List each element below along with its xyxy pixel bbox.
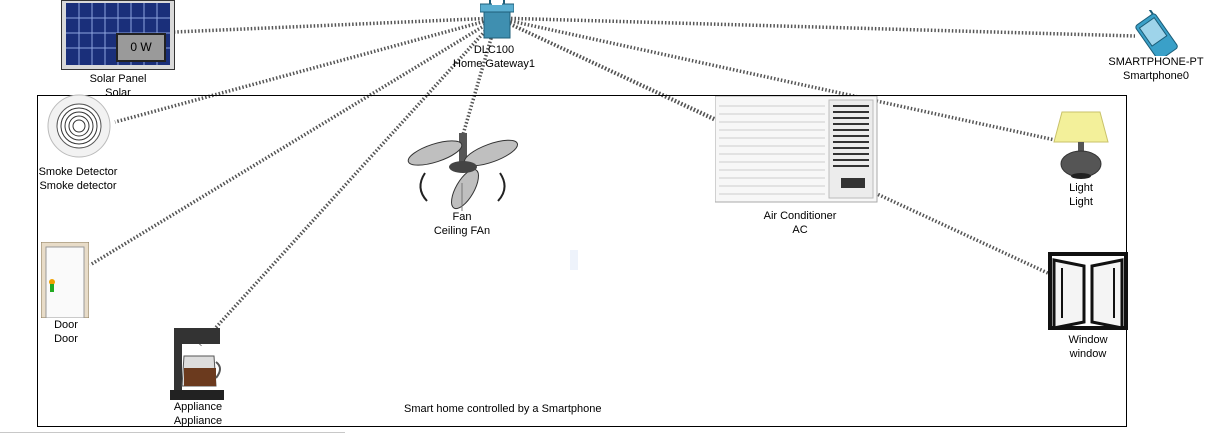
smoke-label: Smoke Detector Smoke detector	[39, 165, 118, 193]
solar-panel-icon	[60, 0, 176, 71]
light-device[interactable]	[1052, 110, 1110, 180]
appliance-device[interactable]	[170, 328, 226, 400]
fan-id: Ceiling FAn	[433, 225, 491, 237]
gateway-label: DLC100 Home Gateway1	[453, 43, 535, 71]
coffee-maker-icon	[170, 328, 224, 400]
solar-reading: 0 W	[130, 40, 152, 54]
light-label: Light Light	[1069, 181, 1093, 209]
ac-id: AC	[792, 224, 808, 236]
link-smartphone	[496, 16, 1136, 38]
smoke-id: Smoke detector	[39, 180, 117, 192]
home-gateway-icon	[479, 0, 515, 39]
door-id: Door	[54, 333, 78, 345]
door-name: Door	[54, 319, 78, 331]
fan-name: Fan	[452, 211, 472, 223]
window-device[interactable]	[1048, 252, 1128, 330]
cluster-note[interactable]: Smart home controlled by a Smartphone	[404, 403, 602, 415]
door-icon	[40, 241, 90, 319]
ac-label: Air Conditioner AC	[764, 209, 837, 237]
appliance-name: Appliance	[173, 401, 223, 413]
air-conditioner-device[interactable]	[714, 95, 879, 204]
solar-id: Solar	[105, 87, 131, 99]
fan-label: Fan Ceiling FAn	[434, 210, 490, 238]
gateway-name: DLC100	[473, 44, 515, 56]
light-id: Light	[1069, 196, 1093, 208]
cursor-artifact	[570, 250, 578, 270]
home-gateway-device[interactable]	[479, 0, 515, 42]
light-name: Light	[1069, 182, 1093, 194]
lamp-icon	[1053, 111, 1109, 179]
solar-panel-device[interactable]: 0 W	[60, 0, 176, 71]
ceiling-fan-icon	[407, 133, 518, 211]
smoke-detector-icon	[47, 94, 111, 158]
gateway-id: Home Gateway1	[453, 58, 535, 70]
window-label: Window window	[1068, 333, 1107, 361]
link-solar	[174, 16, 498, 34]
window-id: window	[1069, 348, 1107, 360]
smartphone-label: SMARTPHONE-PT Smartphone0	[1108, 55, 1203, 83]
window-name: Window	[1068, 334, 1108, 346]
air-conditioner-icon	[714, 95, 878, 203]
scrollbar-edge	[0, 432, 345, 433]
ceiling-fan-device[interactable]	[405, 133, 520, 211]
smartphone-device[interactable]	[1128, 6, 1188, 61]
smartphone-icon	[1135, 6, 1178, 61]
window-icon	[1048, 252, 1128, 330]
solar-label: Solar Panel Solar	[90, 72, 147, 100]
smartphone-name: SMARTPHONE-PT	[1108, 56, 1204, 68]
smartphone-id: Smartphone0	[1122, 70, 1190, 82]
smoke-detector-device[interactable]	[42, 94, 118, 160]
smoke-name: Smoke Detector	[38, 166, 118, 178]
door-label: Door Door	[54, 318, 78, 346]
door-device[interactable]	[40, 241, 90, 319]
appliance-id: Appliance	[173, 415, 223, 427]
ac-name: Air Conditioner	[763, 210, 837, 222]
appliance-label: Appliance Appliance	[174, 400, 222, 428]
solar-name: Solar Panel	[89, 73, 147, 85]
